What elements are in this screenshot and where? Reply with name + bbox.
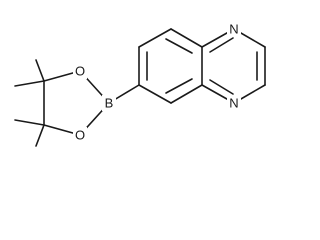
bond (165, 78, 193, 94)
bond (14, 80, 45, 87)
bond (165, 38, 193, 54)
bond (138, 28, 172, 48)
bond (35, 59, 45, 82)
nitrogen-atom-label: N (229, 96, 238, 111)
bond (35, 124, 45, 147)
structural-formula: N N B O O (14, 21, 266, 147)
bond (209, 37, 234, 53)
oxygen-atom-label: O (75, 64, 85, 79)
bond (138, 84, 172, 104)
bond (14, 119, 45, 126)
bond-lines (14, 28, 266, 147)
bond (209, 79, 234, 95)
bond (170, 84, 203, 104)
boron-atom-label: B (105, 96, 114, 111)
oxygen-atom-label: O (75, 128, 85, 143)
nitrogen-atom-label: N (229, 22, 238, 37)
bond (170, 28, 203, 48)
atom-labels: N N B O O (73, 21, 241, 143)
